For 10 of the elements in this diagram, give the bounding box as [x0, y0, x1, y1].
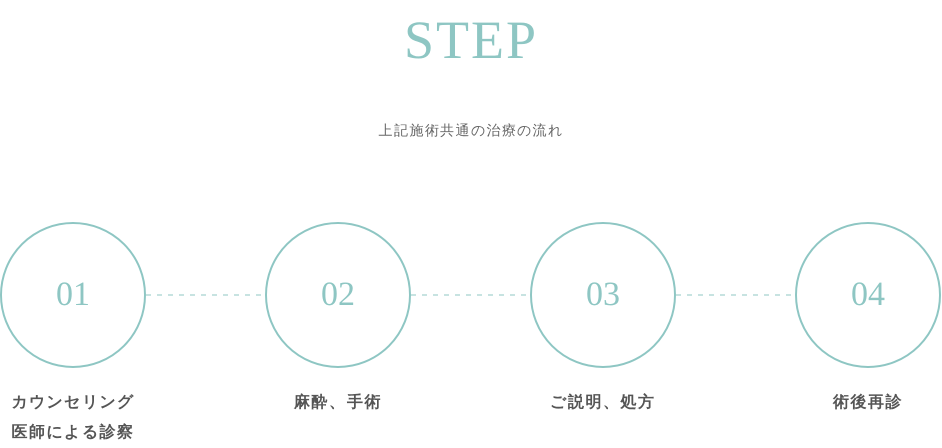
step-number: 02 [321, 275, 355, 315]
step-label: 術後再診 [832, 392, 904, 413]
step-label: 麻酔、手術 [292, 392, 383, 413]
title: STEP [402, 9, 540, 72]
subtitle: 上記施術共通の治療の流れ [378, 121, 564, 140]
step-number: 01 [56, 275, 90, 315]
step-number: 04 [851, 275, 885, 315]
step-label: ご説明、処方 [549, 392, 657, 413]
step-label: カウンセリング医師による診察 [10, 393, 136, 443]
step-number: 03 [586, 275, 620, 315]
